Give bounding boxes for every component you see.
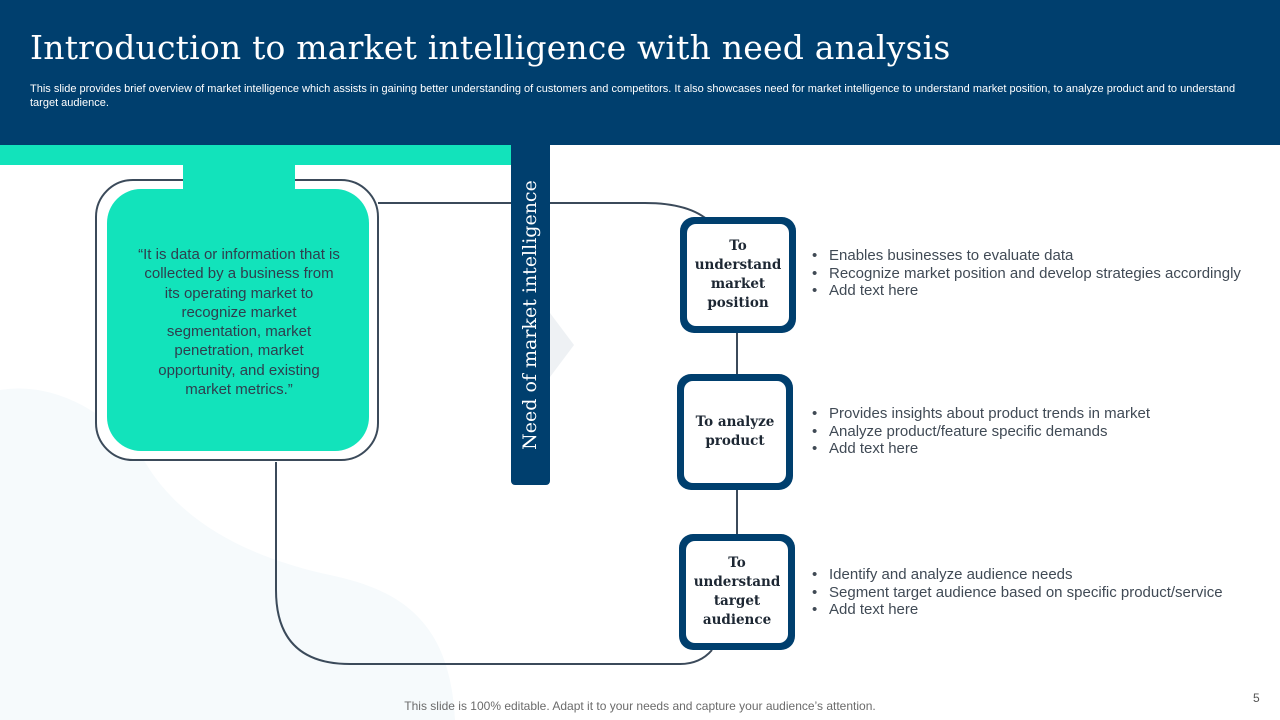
bullet-item: Add text here (812, 440, 1150, 458)
definition-quote: “It is data or information that is colle… (138, 246, 340, 399)
need-node-target-audience: To understand target audience (679, 534, 795, 650)
need-bullets-market-position: Enables businesses to evaluate data Reco… (812, 247, 1241, 300)
need-bullets-target-audience: Identify and analyze audience needs Segm… (812, 566, 1223, 619)
bullet-item: Provides insights about product trends i… (812, 405, 1150, 423)
vertical-label: Need of market intelligence (519, 180, 541, 450)
need-node-label: To understand target audience (686, 541, 788, 643)
slide-subtitle: This slide provides brief overview of ma… (30, 83, 1236, 109)
bullet-item: Enables businesses to evaluate data (812, 247, 1241, 265)
header-banner: Introduction to market intelligence with… (0, 0, 1280, 145)
need-node-analyze-product: To analyze product (677, 374, 793, 490)
vertical-label-bar (511, 145, 550, 485)
footer-note: This slide is 100% editable. Adapt it to… (404, 699, 876, 713)
need-node-market-position: To understand market position (680, 217, 796, 333)
definition-card (107, 189, 369, 451)
bullet-item: Recognize market position and develop st… (812, 265, 1241, 283)
chevron-arrow-icon (550, 313, 574, 377)
definition-tab (183, 165, 295, 191)
need-bullets-analyze-product: Provides insights about product trends i… (812, 405, 1150, 458)
slide-title: Introduction to market intelligence with… (30, 28, 951, 67)
bullet-item: Identify and analyze audience needs (812, 566, 1223, 584)
bullet-item: Analyze product/feature specific demands (812, 423, 1150, 441)
bullet-item: Add text here (812, 282, 1241, 300)
need-node-label: To understand market position (687, 224, 789, 326)
accent-strip (0, 145, 511, 165)
need-node-label: To analyze product (684, 381, 786, 483)
bullet-item: Segment target audience based on specifi… (812, 584, 1223, 602)
page-number: 5 (1253, 691, 1260, 705)
bullet-item: Add text here (812, 601, 1223, 619)
